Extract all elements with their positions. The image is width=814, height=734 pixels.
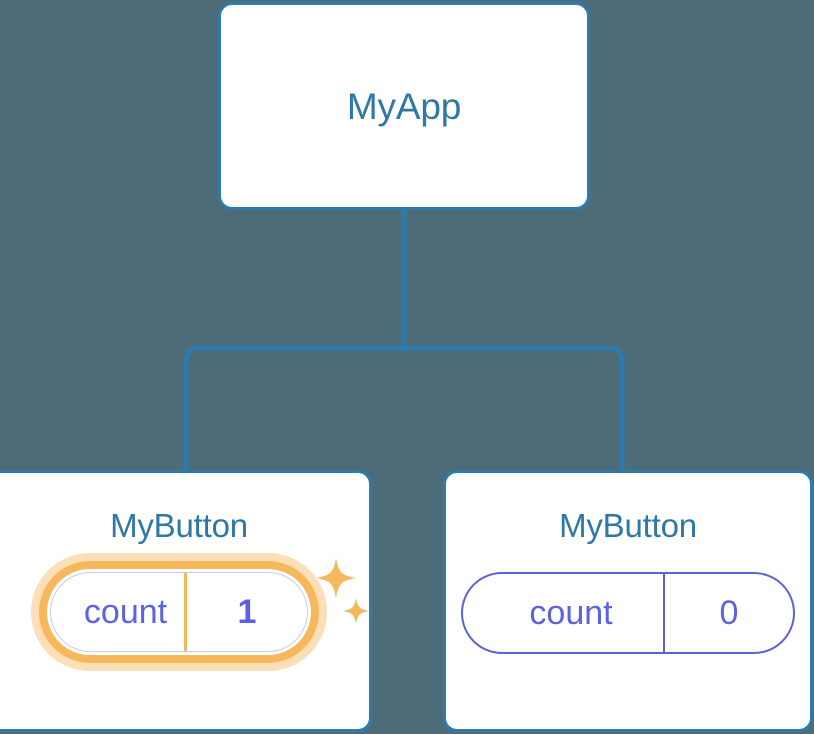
connector-branch-bus	[183, 345, 625, 470]
node-mybutton-left[interactable]: MyButton count 1	[0, 470, 372, 732]
state-value-right: 0	[663, 574, 793, 652]
node-mybutton-right[interactable]: MyButton count 0	[443, 470, 813, 732]
state-pill-glow-ring	[31, 553, 327, 671]
state-value-left: 1	[184, 573, 307, 651]
node-mybutton-left-title: MyButton	[110, 507, 248, 544]
state-pill-right[interactable]: count 0	[461, 572, 795, 654]
node-myapp[interactable]: MyApp	[218, 2, 590, 210]
state-pill-left[interactable]: count 1	[31, 553, 327, 671]
state-key-left: count	[83, 593, 168, 631]
node-myapp-title: MyApp	[346, 85, 462, 127]
node-mybutton-right-title: MyButton	[559, 507, 697, 544]
state-key-right: count	[529, 594, 613, 632]
state-pill-highlight-ring	[39, 561, 319, 663]
